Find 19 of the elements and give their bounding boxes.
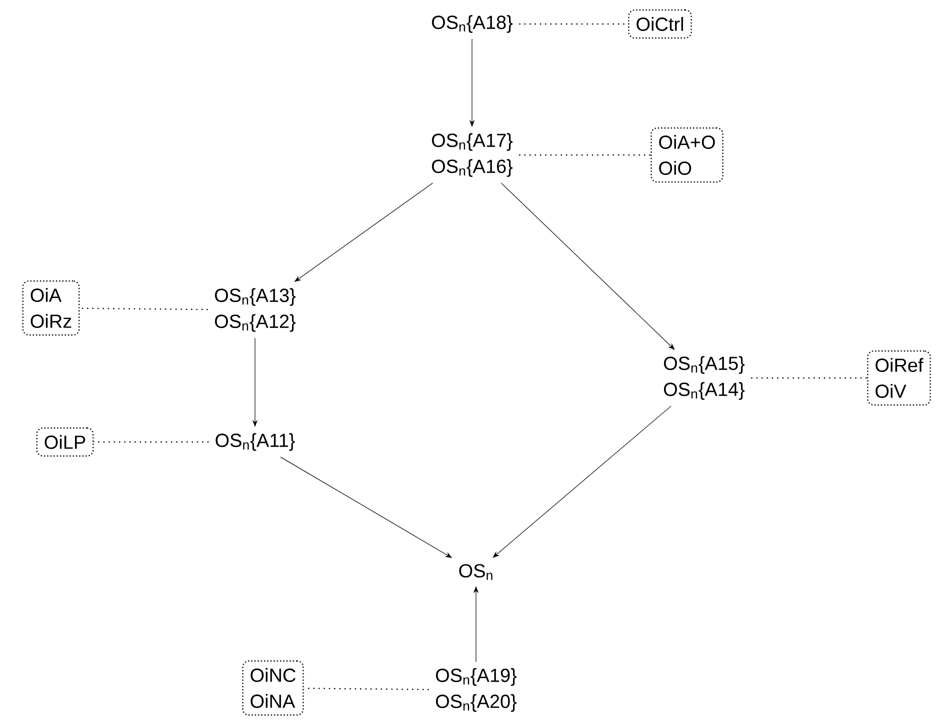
arrow [500,182,675,350]
dotted-connector [519,154,651,156]
state-label: OS$_{n}${A18} [432,15,513,33]
state-label: OS$_{n}${A11} [216,433,295,451]
arrow [492,406,672,558]
state-label: OS$_{n}${A19} OS$_{n}${A20} [436,668,517,712]
dotted-box: OiCtrl [628,9,692,39]
dotted-box: OiA+O OiO [650,127,724,183]
dotted-connector [751,377,868,379]
dotted-connector [94,441,209,443]
state-label: OS$_{n}$ [459,564,492,580]
state-label: OS$_{n}${A17} OS$_{n}${A16} [432,133,513,177]
dotted-box: OiRef OiV [867,350,931,406]
dotted-connector [80,308,208,310]
state-label: OS$_{n}${A15} OS$_{n}${A14} [664,356,745,400]
dotted-box: OiA OiRz [22,280,80,336]
dotted-box: OiLP [36,427,94,457]
dotted-box: OiNC OiNA [242,660,304,716]
state-label: OS$_{n}${A13} OS$_{n}${A12} [214,288,296,332]
